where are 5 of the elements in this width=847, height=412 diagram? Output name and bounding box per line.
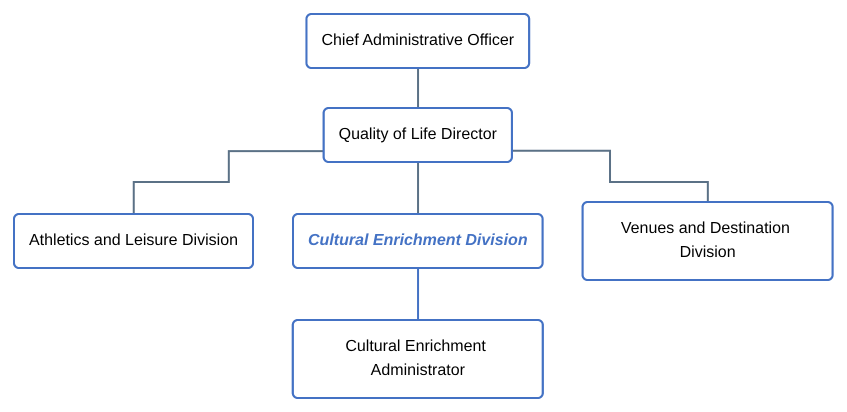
connector [132,150,324,216]
connector [512,150,710,204]
connector [417,268,420,322]
connector [417,68,420,110]
connector [417,162,420,216]
